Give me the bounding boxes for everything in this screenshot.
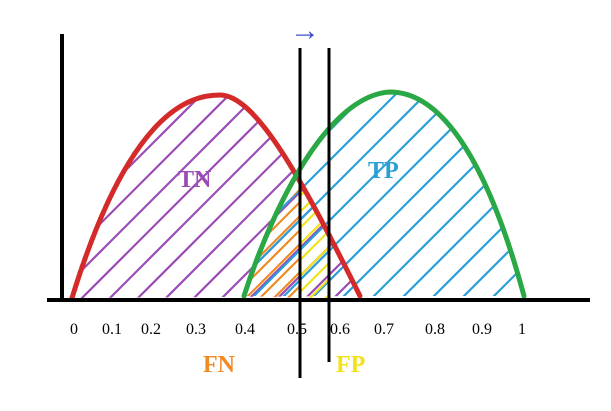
tn-hatch-line bbox=[72, 95, 201, 298]
tn-hatch-line bbox=[79, 95, 341, 298]
tn-hatch-line bbox=[247, 95, 360, 298]
tp-hatch-line bbox=[244, 92, 451, 296]
fn-hatch-line bbox=[244, 188, 300, 298]
tp-hatch-line bbox=[244, 92, 481, 296]
tn-hatch-line bbox=[72, 95, 89, 298]
fn-hatch-line bbox=[271, 188, 300, 298]
tp-hatch-line bbox=[339, 92, 524, 296]
tn-label: TN bbox=[178, 167, 212, 193]
tp-hatch-line bbox=[249, 92, 511, 296]
x-tick-label: 0.4 bbox=[235, 321, 255, 338]
tp-hatch-line bbox=[369, 92, 524, 296]
fp-hatch-line bbox=[323, 188, 329, 298]
fn-hatch-line bbox=[244, 188, 300, 298]
tn-hatch-region bbox=[0, 40, 360, 300]
fn-hatch-line bbox=[285, 188, 300, 298]
negative-class-curve bbox=[69, 92, 363, 301]
fn-label: FN bbox=[203, 352, 236, 378]
tp-label: TP bbox=[368, 158, 399, 184]
x-tick-label: 0.6 bbox=[330, 321, 350, 338]
fp-label: FP bbox=[336, 352, 365, 378]
fp-hatch-line bbox=[300, 188, 329, 298]
tn-hatch-line bbox=[72, 95, 257, 298]
fp-hatch-line bbox=[300, 188, 329, 298]
x-tick-label: 0.3 bbox=[186, 321, 206, 338]
tn-hatch-line bbox=[191, 95, 360, 298]
x-tick-label: 0.5 bbox=[287, 321, 307, 338]
x-tick-label: 0.1 bbox=[102, 321, 122, 338]
tp-hatch-line bbox=[309, 92, 524, 296]
x-tick-label: 0.2 bbox=[141, 321, 161, 338]
tp-hatch-line bbox=[429, 92, 524, 296]
x-tick-label: 0.8 bbox=[425, 321, 445, 338]
x-axis-tick-labels: 0 0.1 0.2 0.3 0.4 0.5 0.6 0.7 0.8 0.9 1 bbox=[70, 321, 526, 338]
tp-hatch-line bbox=[399, 92, 524, 296]
tn-hatch-line bbox=[0, 40, 60, 300]
fp-hatch-line bbox=[300, 188, 329, 298]
tn-hatch-line bbox=[72, 95, 285, 298]
tn-hatch-line bbox=[72, 95, 117, 298]
tp-hatch-line bbox=[519, 92, 524, 296]
fp-hatch-region bbox=[300, 188, 329, 298]
tn-hatch-line bbox=[107, 95, 360, 298]
tp-hatch-line bbox=[459, 92, 524, 296]
fp-hatch-line bbox=[300, 188, 329, 298]
fn-hatch-line bbox=[299, 188, 300, 298]
tn-hatch-line bbox=[135, 95, 360, 298]
tp-hatch-line bbox=[244, 92, 301, 296]
positive-class-curve bbox=[241, 89, 527, 299]
tn-hatch-line bbox=[72, 95, 313, 298]
tp-hatch-line bbox=[489, 92, 524, 296]
x-tick-label: 1 bbox=[518, 321, 526, 338]
threshold-shift-arrow-icon: → bbox=[290, 14, 320, 47]
x-tick-label: 0.7 bbox=[374, 321, 394, 338]
tp-hatch-line bbox=[279, 92, 524, 296]
x-tick-label: 0.9 bbox=[472, 321, 492, 338]
fn-hatch-line bbox=[244, 188, 300, 298]
x-tick-label: 0 bbox=[70, 321, 78, 338]
